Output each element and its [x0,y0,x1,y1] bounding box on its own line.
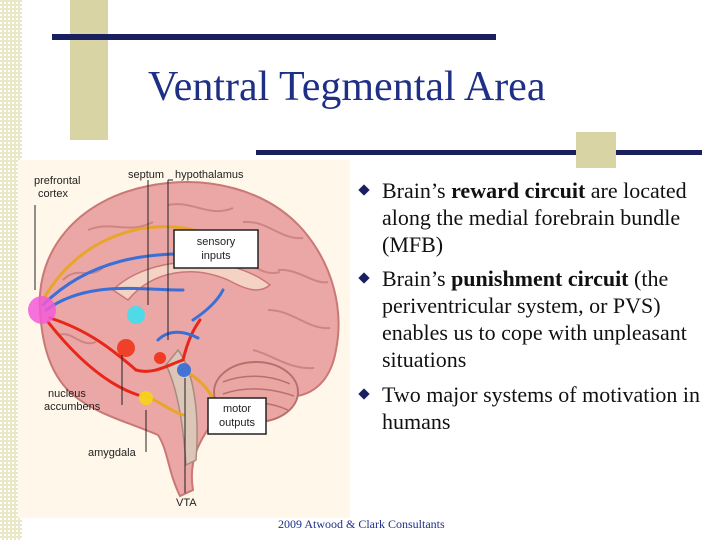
label-motor: motor [223,403,251,415]
bullet-bold-text: punishment circuit [451,266,629,292]
prefrontal-nucleus [28,296,56,324]
slide-title: Ventral Tegmental Area [148,64,546,110]
bullet-text: Two major systems of motivation in human… [382,381,701,434]
label-septum: septum [128,169,164,181]
label-cortex: cortex [38,188,68,200]
motor-outputs-box [207,397,267,435]
bullet-list: Brain’s reward circuit are located along… [356,178,706,443]
decorative-square-mid [576,132,616,168]
brain-nuclei [28,296,191,405]
bullet-text: (the periventricular system, or PVS) ena… [382,266,687,372]
brainstem [165,348,198,467]
bullet-text: are located along the medial forebrain b… [382,178,687,257]
label-sensory: sensory [197,236,236,248]
leader-lines [34,179,186,493]
septum-nucleus [127,306,145,324]
label-nucleus: nucleus [48,388,86,400]
bullet-item: Two major systems of motivation in human… [356,382,706,436]
left-pattern-border [0,0,22,540]
label-hypothalamus: hypothalamus [175,169,244,181]
diamond-bullet-icon [358,272,370,285]
accumbens-nucleus [117,339,135,357]
hypothalamus-nucleus [154,352,166,364]
label-accumbens: accumbens [44,401,101,413]
bullet-item: Brain’s reward circuit are located along… [356,178,706,258]
diamond-bullet-icon [358,184,370,196]
decorative-square-top [70,0,108,140]
bullet-item: Brain’s punishment circuit (the perivent… [356,266,706,373]
vta-nucleus [177,363,191,377]
amygdala-nucleus [139,391,153,405]
title-rule-bottom [256,150,702,155]
label-outputs: outputs [219,417,256,429]
slide-footer: 2009 Atwood & Clark Consultants [278,517,445,531]
label-amygdala: amygdala [88,447,137,459]
label-vta: VTA [176,497,197,509]
corpus-callosum [111,261,272,301]
brain-figure: prefrontal cortex septum hypothalamus se… [18,160,350,518]
bullet-text: Brain’s [382,178,452,203]
bullet-bold-text: reward circuit [451,178,586,203]
label-prefrontal: prefrontal [34,175,80,187]
brain-diagram: prefrontal cortex septum hypothalamus se… [28,169,340,509]
title-rule-top [52,34,496,40]
label-inputs: inputs [201,250,231,262]
bullet-text: Brain’s [382,266,452,292]
sensory-inputs-box [173,229,259,269]
diamond-bullet-icon [358,388,370,400]
